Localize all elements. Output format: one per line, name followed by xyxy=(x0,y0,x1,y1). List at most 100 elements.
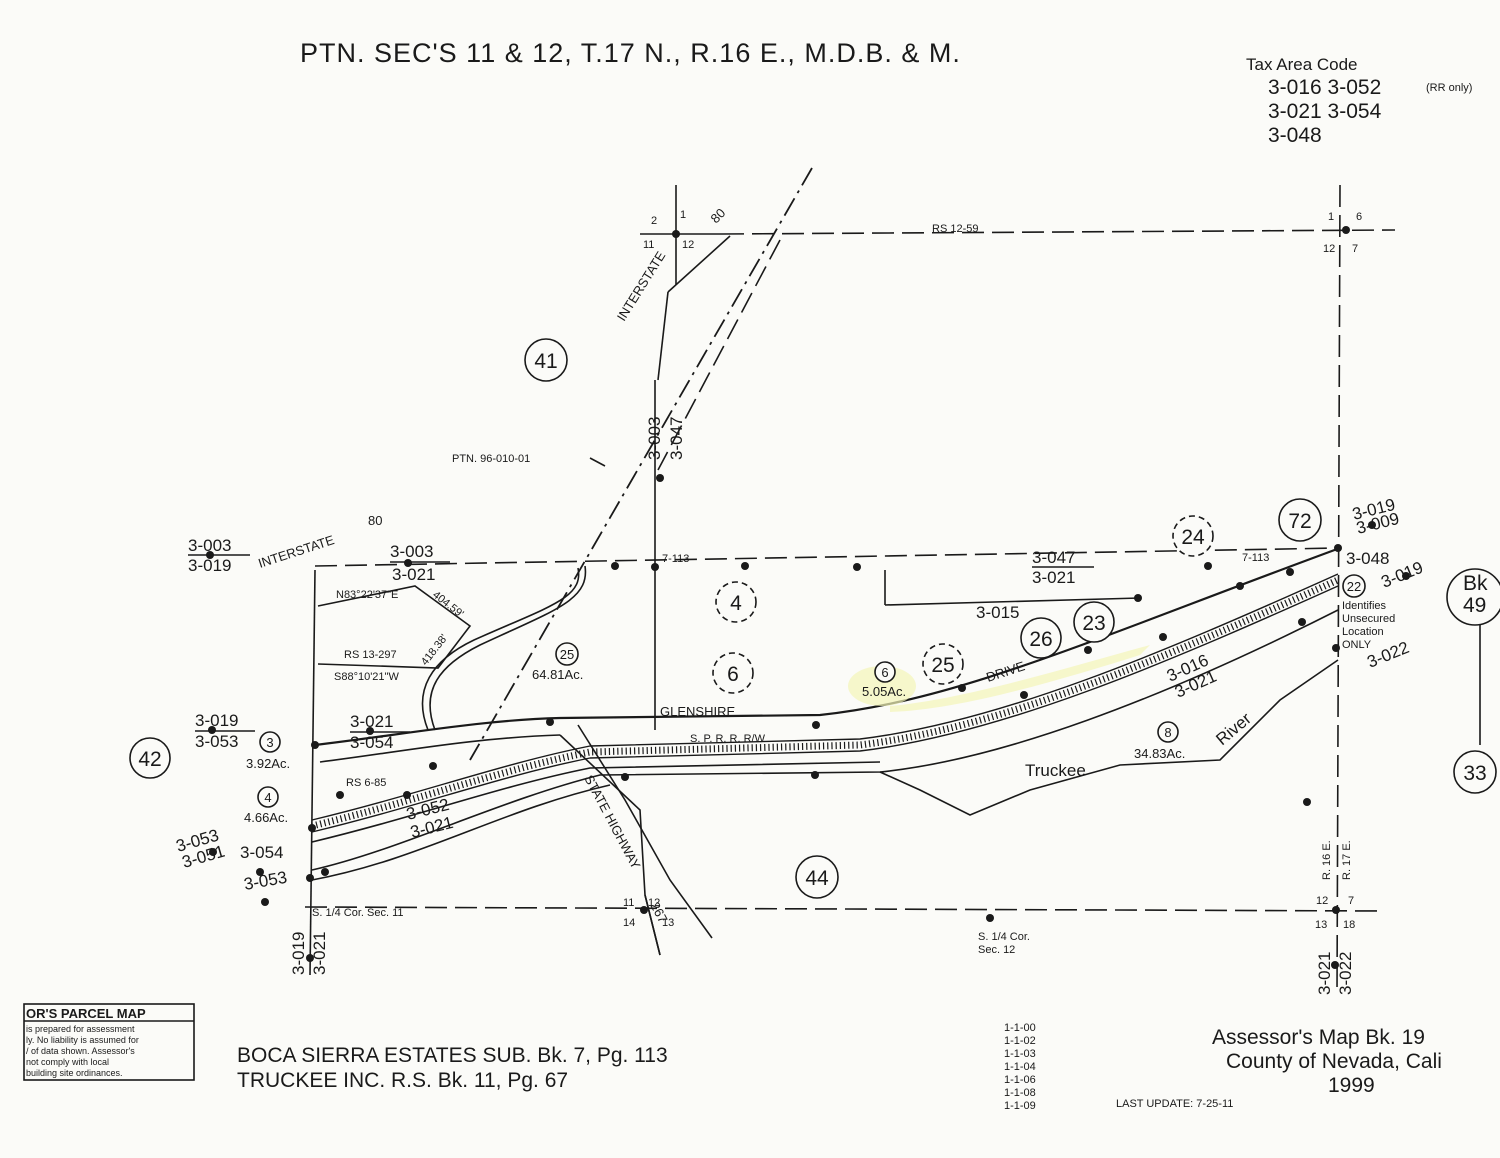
svg-text:3-054: 3-054 xyxy=(240,843,283,862)
svg-text:13: 13 xyxy=(1315,919,1327,931)
section-corner-ne: 1 6 12 7 xyxy=(1323,211,1362,255)
svg-text:1-1-00: 1-1-00 xyxy=(1004,1022,1036,1034)
svg-text:3-021: 3-021 xyxy=(1032,568,1075,587)
parcel-42[interactable]: 42 xyxy=(129,737,171,779)
sub-parcel-8[interactable]: 8 34.83Ac. xyxy=(1134,721,1185,761)
parcel-26[interactable]: 26 xyxy=(1020,617,1062,659)
sub-parcel-25[interactable]: 25 64.81Ac. xyxy=(532,642,583,682)
svg-text:41: 41 xyxy=(534,350,557,373)
svg-text:/ of data shown. Assessor's: / of data shown. Assessor's xyxy=(26,1046,135,1056)
svg-text:3-047: 3-047 xyxy=(667,417,686,460)
s14-corner-sec11: S. 1/4 Cor. Sec. 11 xyxy=(312,907,404,919)
parcel-72[interactable]: 72 xyxy=(1278,498,1322,542)
svg-text:3-053: 3-053 xyxy=(242,868,288,894)
parcel-6[interactable]: 6 xyxy=(712,652,754,694)
svg-text:building site ordinances.: building site ordinances. xyxy=(26,1068,123,1078)
parcel-41[interactable]: 41 xyxy=(524,338,568,382)
river-and-road xyxy=(311,609,1339,881)
svg-text:12: 12 xyxy=(1323,243,1335,255)
svg-text:8: 8 xyxy=(1164,725,1171,740)
marker-7-113-a: 7-113 xyxy=(662,553,689,565)
svg-text:4.66Ac.: 4.66Ac. xyxy=(244,810,288,825)
svg-text:34.83Ac.: 34.83Ac. xyxy=(1134,746,1185,761)
sub-parcel-4[interactable]: 4 4.66Ac. xyxy=(244,786,288,825)
svg-text:7: 7 xyxy=(1352,243,1358,255)
svg-text:3-021: 3-021 xyxy=(392,565,435,584)
s14-corner-sec12-a: S. 1/4 Cor. xyxy=(978,931,1030,943)
tax-area-rr-note: (RR only) xyxy=(1426,82,1472,94)
svg-text:26: 26 xyxy=(1029,628,1052,651)
section-lines xyxy=(304,184,1396,996)
parcel-4[interactable]: 4 xyxy=(715,581,757,623)
svg-text:Bk: Bk xyxy=(1463,572,1488,595)
svg-text:3-054: 3-054 xyxy=(350,733,393,752)
svg-text:23: 23 xyxy=(1082,612,1105,635)
parcel-24[interactable]: 24 xyxy=(1172,515,1214,557)
unsecured-note-2: Unsecured xyxy=(1342,613,1395,625)
sprr-label: S. P. R. R. R/W xyxy=(690,733,766,745)
svg-text:12: 12 xyxy=(648,897,660,909)
svg-text:3-021: 3-021 xyxy=(1315,952,1334,995)
svg-text:3-003: 3-003 xyxy=(188,536,231,555)
range-16e: R. 16 E. xyxy=(1321,840,1333,880)
svg-text:6: 6 xyxy=(727,663,739,686)
parcel-33[interactable]: 33 xyxy=(1453,750,1497,794)
svg-text:1-1-04: 1-1-04 xyxy=(1004,1061,1036,1073)
marker-7-113-b: 7-113 xyxy=(1242,552,1269,564)
svg-text:3-003: 3-003 xyxy=(390,542,433,561)
sub-parcel-6[interactable]: 6 5.05Ac. xyxy=(848,645,1150,712)
unsecured-note-1: Identifies xyxy=(1342,600,1387,612)
svg-text:3-022: 3-022 xyxy=(1364,638,1411,672)
svg-text:1-1-02: 1-1-02 xyxy=(1004,1035,1036,1047)
svg-text:25: 25 xyxy=(560,647,574,662)
svg-text:not comply with local: not comply with local xyxy=(26,1057,109,1067)
adjacent-book-49: Bk 49 xyxy=(1446,568,1500,745)
svg-text:4: 4 xyxy=(730,592,742,615)
parcel-22[interactable]: 22 xyxy=(1342,574,1366,598)
parcel-44[interactable]: 44 xyxy=(795,855,839,899)
tax-area-codes-3: 3-048 xyxy=(1268,124,1322,147)
rs-6-85-label: RS 6-85 xyxy=(346,777,386,789)
svg-text:3-015: 3-015 xyxy=(976,603,1019,622)
interstate-number-north: 80 xyxy=(708,205,729,226)
last-update: LAST UPDATE: 7-25-11 xyxy=(1116,1098,1233,1110)
assessor-county: County of Nevada, Cali xyxy=(1226,1050,1442,1073)
bearing-south: S88°10'21"W xyxy=(334,671,399,683)
svg-text:1-1-08: 1-1-08 xyxy=(1004,1087,1036,1099)
svg-text:2: 2 xyxy=(651,215,657,227)
svg-text:3-003: 3-003 xyxy=(645,417,664,460)
svg-text:3-022: 3-022 xyxy=(1336,952,1355,995)
section-corner-sw: 11 12 14 13 xyxy=(623,897,674,929)
lot-line-7-113 xyxy=(314,547,1341,606)
svg-text:1-1-09: 1-1-09 xyxy=(1004,1100,1036,1112)
svg-text:is prepared for assessment: is prepared for assessment xyxy=(26,1024,135,1034)
tax-area-codes-2: 3-021 3-054 xyxy=(1268,100,1382,123)
svg-text:ly. No liability is assumed fo: ly. No liability is assumed for xyxy=(26,1035,139,1045)
svg-text:3-021: 3-021 xyxy=(310,932,329,975)
parcel-map-disclaimer-box: OR'S PARCEL MAP is prepared for assessme… xyxy=(23,1003,195,1081)
reference-truckee-inc: TRUCKEE INC. R.S. Bk. 11, Pg. 67 xyxy=(237,1069,568,1092)
svg-text:44: 44 xyxy=(805,867,829,890)
sub-parcel-3[interactable]: 3 3.92Ac. xyxy=(246,731,290,771)
svg-text:24: 24 xyxy=(1181,526,1205,549)
range-17e: R. 17 E. xyxy=(1341,840,1353,880)
section-corner-se: 12 7 13 18 xyxy=(1315,895,1355,931)
parcel-25[interactable]: 25 xyxy=(922,643,964,685)
bearing-north: N83°22'37"E xyxy=(336,589,398,601)
tax-area-heading: Tax Area Code xyxy=(1246,55,1358,74)
svg-text:3: 3 xyxy=(266,735,273,750)
svg-text:25: 25 xyxy=(931,654,954,677)
svg-text:12: 12 xyxy=(1316,895,1328,907)
map-title: PTN. SEC'S 11 & 12, T.17 N., R.16 E., M.… xyxy=(300,38,961,68)
interstate-80-north xyxy=(469,167,813,761)
svg-text:14: 14 xyxy=(623,917,635,929)
svg-text:3-021: 3-021 xyxy=(350,712,393,731)
parcel-23[interactable]: 23 xyxy=(1073,601,1115,643)
svg-text:6: 6 xyxy=(1356,211,1362,223)
rs-13-297-parcel xyxy=(317,565,587,731)
svg-text:42: 42 xyxy=(138,748,161,771)
svg-text:22: 22 xyxy=(1347,579,1361,594)
svg-text:4: 4 xyxy=(264,790,271,805)
svg-text:3-019: 3-019 xyxy=(289,932,308,975)
monuments xyxy=(206,226,1410,969)
